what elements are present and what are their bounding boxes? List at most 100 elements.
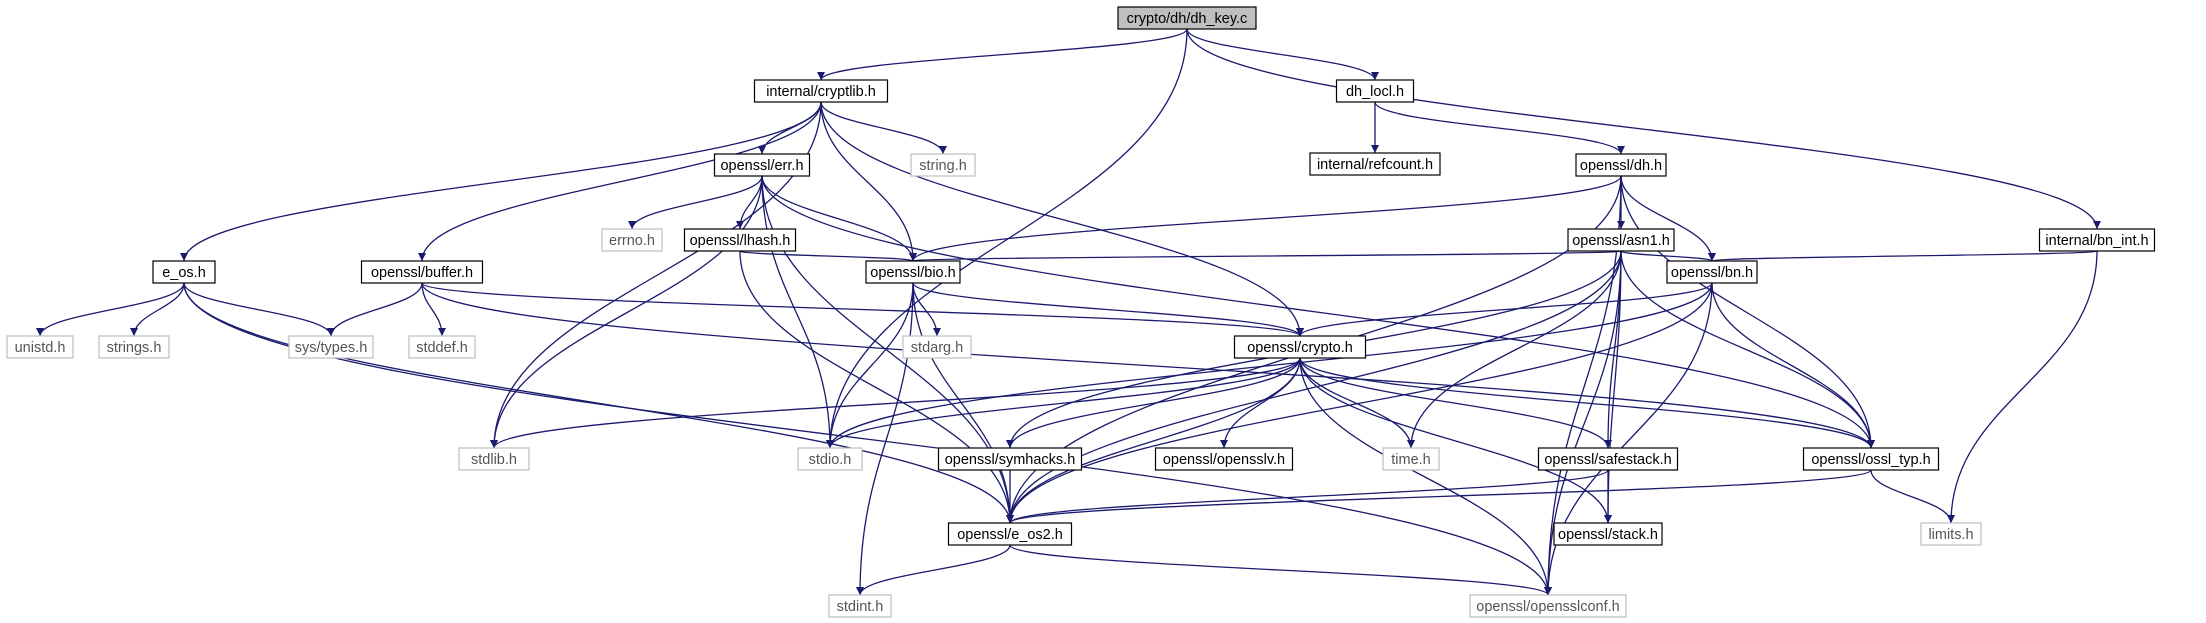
node-limits_h: limits.h <box>1920 522 1982 546</box>
node-stdio_h: stdio.h <box>797 447 863 471</box>
edge-openssl_lhash_h-to-openssl_bio_h <box>739 250 917 262</box>
node-label-openssl_safestack_h: openssl/safestack.h <box>1544 452 1671 468</box>
node-label-errno_h: errno.h <box>609 233 655 249</box>
edge-openssl_bn_h-to-openssl_crypto_h <box>1296 282 1713 337</box>
edge-openssl_asn1_h-to-time_h <box>1407 250 1622 449</box>
node-internal_bn_int_h[interactable]: internal/bn_int.h <box>2038 228 2156 252</box>
node-box-stddef_h <box>408 335 476 359</box>
edge-openssl_err_h-to-openssl_ossl_typ_h <box>761 175 1875 449</box>
node-stdarg_h: stdarg.h <box>902 335 972 359</box>
edge-openssl_asn1_h-to-openssl_ossl_typ_h <box>1620 250 1875 449</box>
node-openssl_bn_h[interactable]: openssl/bn.h <box>1666 260 1758 284</box>
edge-openssl_buffer_h-to-sys_types_h <box>327 282 423 337</box>
edge-internal_cryptlib_h-to-openssl_buffer_h <box>418 101 822 262</box>
node-box-openssl_bio_h <box>865 260 961 284</box>
edge-openssl_e_os2_h-to-openssl_opensslconf_h <box>1009 544 1552 596</box>
node-box-stdint_h <box>828 594 892 618</box>
node-label-stdlib_h: stdlib.h <box>471 452 517 468</box>
edge-openssl_ossl_typ_h-to-openssl_e_os2_h <box>1006 469 1872 524</box>
node-box-openssl_opensslconf_h <box>1469 594 1627 618</box>
node-box-openssl_symhacks_h <box>937 447 1083 471</box>
node-openssl_stack_h[interactable]: openssl/stack.h <box>1553 522 1663 546</box>
edge-openssl_err_h-to-stdlib_h <box>490 175 763 449</box>
edge-openssl_err_h-to-stdio_h <box>761 175 834 449</box>
edge-internal_cryptlib_h-to-e_os_h <box>180 101 822 262</box>
node-dh_key_c[interactable]: crypto/dh/dh_key.c <box>1117 6 1257 30</box>
edge-openssl_crypto_h-to-openssl_stack_h <box>1299 357 1612 524</box>
node-box-openssl_opensslv_h <box>1154 447 1294 471</box>
node-box-e_os_h <box>152 260 216 284</box>
node-openssl_bio_h[interactable]: openssl/bio.h <box>865 260 961 284</box>
node-box-openssl_e_os2_h <box>947 522 1073 546</box>
node-label-openssl_lhash_h: openssl/lhash.h <box>690 233 791 249</box>
node-openssl_err_h[interactable]: openssl/err.h <box>713 153 811 177</box>
node-dh_locl_h[interactable]: dh_locl.h <box>1335 79 1415 103</box>
node-openssl_crypto_h[interactable]: openssl/crypto.h <box>1233 335 1367 359</box>
node-openssl_opensslv_h[interactable]: openssl/opensslv.h <box>1154 447 1294 471</box>
node-box-dh_key_c <box>1117 6 1257 30</box>
node-stddef_h: stddef.h <box>408 335 476 359</box>
node-box-internal_bn_int_h <box>2038 228 2156 252</box>
edge-openssl_e_os2_h-to-stdint_h <box>856 544 1011 596</box>
node-box-strings_h <box>98 335 170 359</box>
edge-e_os_h-to-strings_h <box>130 282 185 337</box>
edge-internal_bn_int_h-to-openssl_bn_h <box>1708 250 2098 262</box>
node-openssl_dh_h[interactable]: openssl/dh.h <box>1575 153 1667 177</box>
node-box-openssl_stack_h <box>1553 522 1663 546</box>
edge-openssl_crypto_h-to-openssl_symhacks_h <box>1006 357 1301 449</box>
node-internal_cryptlib_h[interactable]: internal/cryptlib.h <box>753 79 889 103</box>
edge-openssl_crypto_h-to-openssl_opensslconf_h <box>1299 357 1552 596</box>
edge-openssl_crypto_h-to-stdio_h <box>826 357 1301 449</box>
node-label-internal_cryptlib_h: internal/cryptlib.h <box>766 84 876 100</box>
node-label-openssl_opensslv_h: openssl/opensslv.h <box>1163 452 1285 468</box>
node-label-e_os_h: e_os.h <box>162 265 206 281</box>
edge-openssl_buffer_h-to-stddef_h <box>421 282 446 337</box>
edge-openssl_bio_h-to-openssl_crypto_h <box>912 282 1304 337</box>
edge-openssl_lhash_h-to-openssl_e_os2_h <box>739 250 1014 524</box>
edge-openssl_buffer_h-to-openssl_crypto_h <box>421 282 1304 337</box>
node-box-openssl_ossl_typ_h <box>1802 447 1940 471</box>
node-internal_refcount_h[interactable]: internal/refcount.h <box>1309 152 1441 176</box>
edge-internal_cryptlib_h-to-openssl_crypto_h <box>820 101 1304 337</box>
edge-openssl_safestack_h-to-openssl_e_os2_h <box>1006 469 1609 524</box>
edge-openssl_crypto_h-to-stdlib_h <box>490 357 1301 449</box>
edge-openssl_ossl_typ_h-to-limits_h <box>1870 469 1955 524</box>
node-openssl_lhash_h[interactable]: openssl/lhash.h <box>683 228 797 252</box>
node-box-stdlib_h <box>458 447 530 471</box>
node-string_h: string.h <box>910 153 976 177</box>
node-label-openssl_buffer_h: openssl/buffer.h <box>371 265 473 281</box>
node-box-internal_cryptlib_h <box>753 79 889 103</box>
node-openssl_ossl_typ_h[interactable]: openssl/ossl_typ.h <box>1802 447 1940 471</box>
node-label-openssl_bio_h: openssl/bio.h <box>870 265 955 281</box>
node-label-stdio_h: stdio.h <box>809 452 852 468</box>
edge-openssl_crypto_h-to-time_h <box>1299 357 1415 449</box>
node-box-time_h <box>1382 447 1440 471</box>
node-openssl_safestack_h[interactable]: openssl/safestack.h <box>1537 447 1679 471</box>
edge-internal_cryptlib_h-to-string_h <box>820 101 947 155</box>
node-box-stdio_h <box>797 447 863 471</box>
node-label-openssl_stack_h: openssl/stack.h <box>1558 527 1658 543</box>
edge-openssl_err_h-to-errno_h <box>628 175 763 230</box>
node-box-stdarg_h <box>902 335 972 359</box>
node-e_os_h[interactable]: e_os.h <box>152 260 216 284</box>
node-openssl_buffer_h[interactable]: openssl/buffer.h <box>360 260 484 284</box>
node-box-openssl_err_h <box>713 153 811 177</box>
node-label-openssl_ossl_typ_h: openssl/ossl_typ.h <box>1811 452 1930 468</box>
node-label-limits_h: limits.h <box>1928 527 1973 543</box>
node-box-limits_h <box>1920 522 1982 546</box>
node-openssl_e_os2_h[interactable]: openssl/e_os2.h <box>947 522 1073 546</box>
edge-openssl_asn1_h-to-openssl_bn_h <box>1620 250 1716 262</box>
edge-e_os_h-to-sys_types_h <box>183 282 335 337</box>
edge-e_os_h-to-openssl_e_os2_h <box>183 282 1014 524</box>
node-label-openssl_dh_h: openssl/dh.h <box>1580 158 1662 174</box>
edge-openssl_bn_h-to-openssl_ossl_typ_h <box>1711 282 1875 449</box>
node-box-openssl_crypto_h <box>1233 335 1367 359</box>
node-openssl_symhacks_h[interactable]: openssl/symhacks.h <box>937 447 1083 471</box>
node-label-dh_locl_h: dh_locl.h <box>1346 84 1404 100</box>
node-openssl_asn1_h[interactable]: openssl/asn1.h <box>1567 228 1675 252</box>
node-box-openssl_buffer_h <box>360 260 484 284</box>
edge-openssl_crypto_h-to-openssl_ossl_typ_h <box>1299 357 1875 449</box>
node-box-string_h <box>910 153 976 177</box>
node-openssl_opensslconf_h: openssl/opensslconf.h <box>1469 594 1627 618</box>
